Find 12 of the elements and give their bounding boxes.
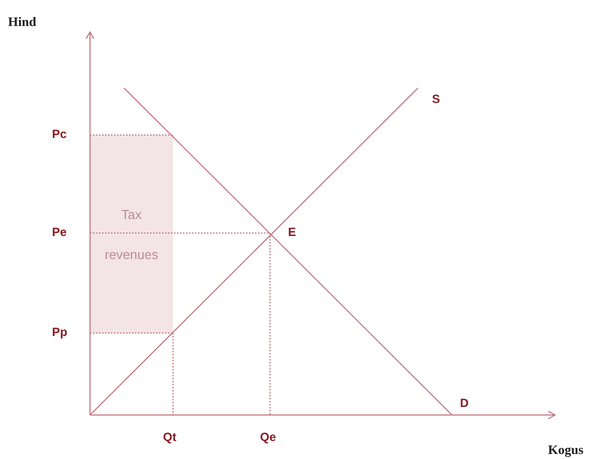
area-label: Tax revenues	[104, 206, 160, 264]
shaded-area	[90, 135, 173, 333]
price-label: Pp	[52, 325, 68, 339]
price-label: Pe	[52, 225, 67, 239]
curve-label: S	[432, 92, 440, 106]
price-label: Pc	[52, 127, 67, 141]
curve-label: D	[460, 396, 469, 410]
axis-title: Kogus	[548, 442, 584, 458]
point-label: E	[288, 225, 296, 239]
quantity-label: Qt	[163, 430, 176, 444]
axis-title: Hind	[8, 14, 36, 30]
quantity-label: Qe	[260, 430, 276, 444]
